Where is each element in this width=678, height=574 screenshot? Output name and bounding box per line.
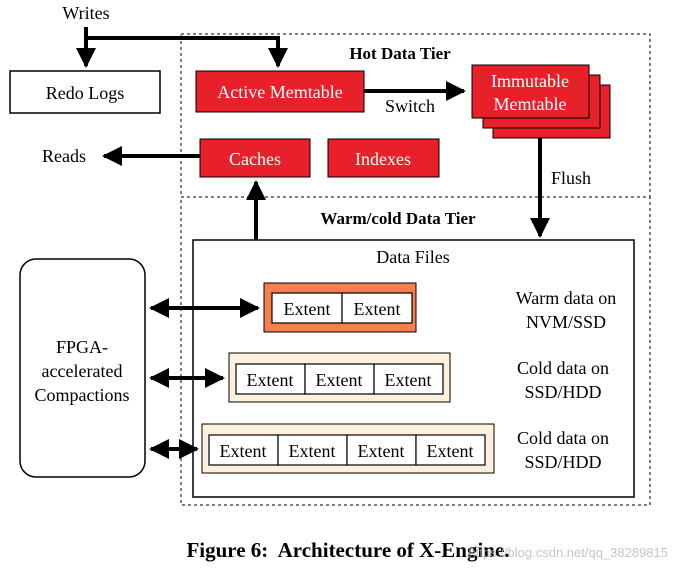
cold1-data-label-line2: SSD/HDD: [524, 382, 601, 402]
warm-cold-tier-title: Warm/cold Data Tier: [320, 209, 476, 228]
fpga-label-line1: FPGA-: [56, 337, 108, 357]
cold2-extent-4: [415, 434, 486, 466]
fpga-label-line2: accelerated: [42, 361, 123, 381]
cold2-extent-3: [346, 434, 417, 466]
caches-box: [199, 138, 311, 178]
hot-tier-title: Hot Data Tier: [349, 44, 451, 63]
warm-extent-2: [341, 292, 413, 324]
watermark: https://blog.csdn.net/qq_38289815: [469, 545, 669, 560]
warm-data-label-line2: NVM/SSD: [526, 312, 606, 332]
redo-logs-label: Redo Logs: [46, 83, 125, 103]
cold1-extent-2: [304, 363, 375, 395]
cold1-extent-3-label: Extent: [385, 370, 432, 390]
active-memtable-label: Active Memtable: [217, 82, 342, 102]
caches-label: Caches: [229, 149, 281, 169]
writes-label: Writes: [62, 3, 109, 23]
cold1-data-label-line1: Cold data on: [517, 358, 609, 378]
fpga-compaction-box: [19, 258, 146, 478]
cold1-extent-1-label: Extent: [247, 370, 294, 390]
immutable-memtable-box: [471, 64, 590, 119]
warm-extent-2-label: Extent: [354, 299, 401, 319]
cold1-extent-2-label: Extent: [316, 370, 363, 390]
cold2-extent-2-label: Extent: [289, 441, 336, 461]
figure-caption: Figure 6: Architecture of X-Engine.: [186, 538, 509, 562]
immutable-memtable-label-line2: Memtable: [494, 94, 567, 114]
switch-label: Switch: [385, 96, 435, 116]
cold2-data-label-line1: Cold data on: [517, 428, 609, 448]
immutable-memtable-label-line1: Immutable: [491, 71, 569, 91]
cold2-extent-1-label: Extent: [220, 441, 267, 461]
cold2-extent-2: [277, 434, 348, 466]
reads-label: Reads: [42, 146, 86, 166]
cold2-data-label-line2: SSD/HDD: [524, 452, 601, 472]
warm-cold-tier-boundary: [180, 196, 651, 506]
indexes-label: Indexes: [355, 149, 411, 169]
redo-logs-box: [9, 70, 161, 114]
cold1-extent-3: [373, 363, 444, 395]
cold2-extent-1: [208, 434, 279, 466]
indexes-box: [327, 138, 440, 178]
warm-extent-1-label: Extent: [284, 299, 331, 319]
cold2-extent-4-label: Extent: [427, 441, 474, 461]
fpga-label-line3: Compactions: [35, 385, 130, 405]
cold2-extent-3-label: Extent: [358, 441, 405, 461]
flush-label: Flush: [551, 168, 591, 188]
warm-data-label-line1: Warm data on: [516, 288, 617, 308]
data-files-label: Data Files: [376, 247, 450, 267]
